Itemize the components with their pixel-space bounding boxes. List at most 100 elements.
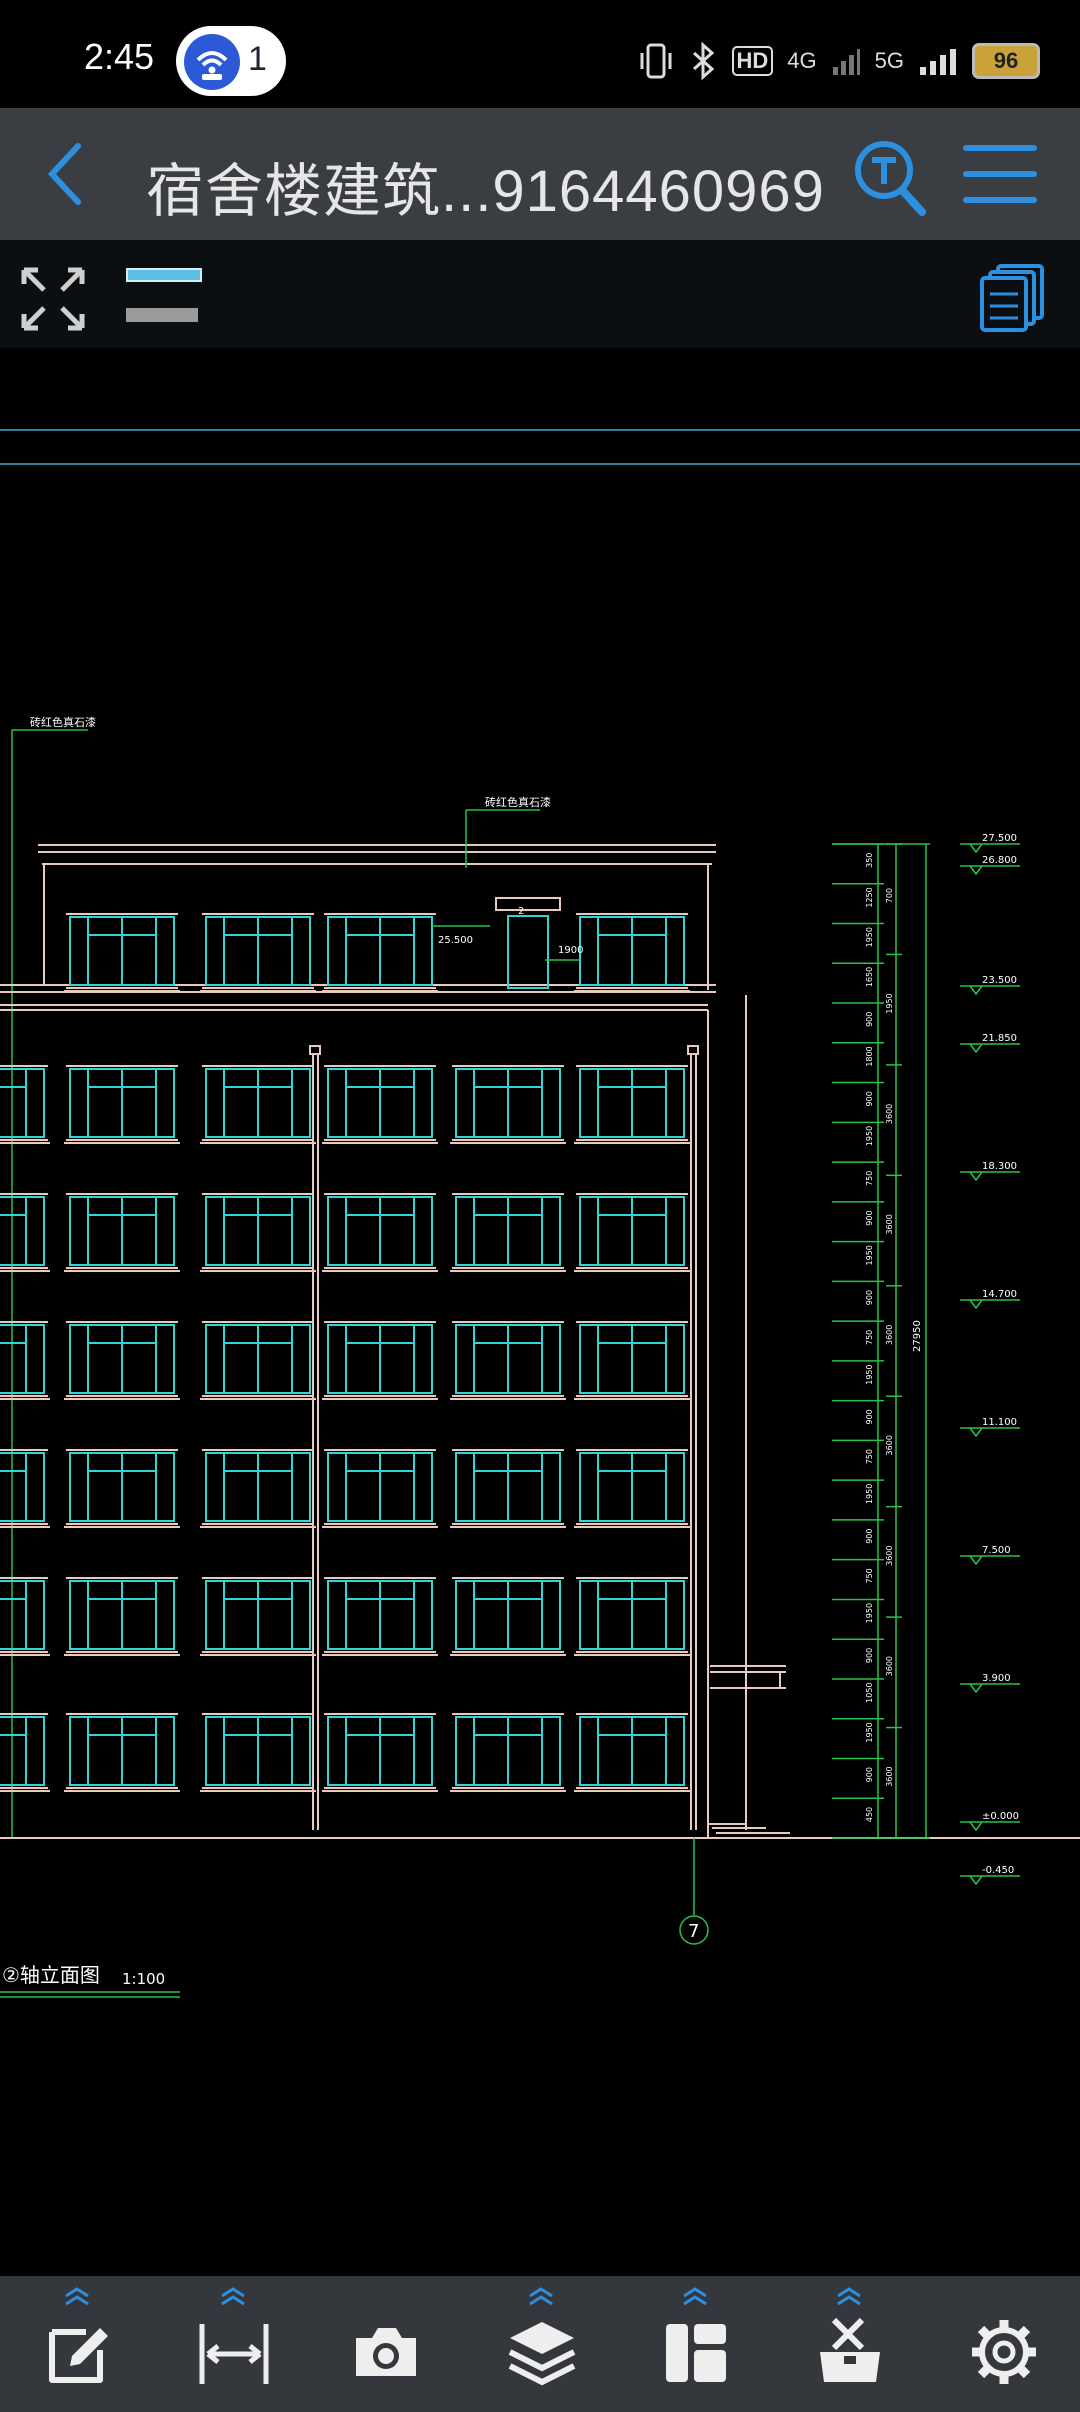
- cad-drawing-canvas[interactable]: 屋面 砖红色真石漆 砖红色真石漆 2 25.500 1900: [0, 240, 1080, 2276]
- status-icons: HD 4G 5G 96: [638, 36, 1040, 86]
- text-search-icon[interactable]: [852, 136, 928, 216]
- entrance-canopy: [708, 1665, 790, 1834]
- view-toolbar: [0, 240, 1080, 348]
- view-title: ②轴立面图 1:100: [0, 1963, 180, 1998]
- signal-icon: [920, 49, 956, 75]
- roof-callout: 砖红色真石漆: [465, 795, 551, 868]
- roof-level-label: 25.500: [438, 935, 473, 946]
- back-arrow-icon[interactable]: [38, 138, 98, 210]
- dimension-label: 900: [865, 1767, 874, 1782]
- window: [449, 1321, 567, 1400]
- elevation-mark: -0.450: [960, 1865, 1020, 1886]
- roof-callout-text: 砖红色真石漆: [485, 795, 551, 809]
- elevation-mark: 18.300: [960, 1161, 1020, 1182]
- elevation-label: 7.500: [982, 1545, 1011, 1556]
- document-title: 宿舍楼建筑...9164460969: [146, 159, 825, 224]
- chevron-up-icon: [221, 2287, 245, 2306]
- window: [63, 1321, 181, 1400]
- elevation-mark: 27.500: [960, 833, 1020, 854]
- window: [321, 1321, 439, 1400]
- elevation-label: 27.500: [982, 833, 1017, 844]
- window: [321, 1449, 439, 1528]
- dimension-label: 3600: [885, 1214, 894, 1234]
- settings-button[interactable]: [948, 2276, 1058, 2412]
- door-width-label: 1900: [558, 945, 583, 956]
- downpipes: [309, 1045, 699, 1830]
- window: [199, 1065, 317, 1144]
- edit-button[interactable]: [22, 2276, 132, 2412]
- window: [449, 1713, 567, 1792]
- window: [449, 1065, 567, 1144]
- elevation-label: ±0.000: [982, 1811, 1019, 1822]
- dimension-label: 900: [865, 1012, 874, 1027]
- signal-icon: [832, 49, 860, 75]
- window: [573, 1065, 691, 1144]
- elevation-label: -0.450: [982, 1865, 1014, 1876]
- elevation-mark: 21.850: [960, 1033, 1020, 1054]
- window: [449, 1577, 567, 1656]
- window: [0, 1577, 51, 1656]
- elevation-label: 23.500: [982, 975, 1017, 986]
- dimension-label: 1650: [865, 967, 874, 987]
- window: [573, 1577, 691, 1656]
- window: [321, 1577, 439, 1656]
- layers-button[interactable]: [486, 2276, 596, 2412]
- window: [0, 1321, 51, 1400]
- window: [199, 1321, 317, 1400]
- line-color-swatch[interactable]: [126, 268, 202, 282]
- window: [0, 1193, 51, 1272]
- dimension-label: 1800: [865, 1046, 874, 1066]
- layers-icon: [508, 2322, 576, 2386]
- app-bar: 宿舍楼建筑...9164460969: [0, 108, 1080, 240]
- dimension-label: 900: [865, 1091, 874, 1106]
- elevation-label: 21.850: [982, 1033, 1017, 1044]
- hotspot-count: 1: [248, 40, 267, 78]
- elevation-mark: 14.700: [960, 1289, 1020, 1310]
- net-5g-label: 5G: [874, 48, 904, 73]
- hotspot-indicator[interactable]: 1: [176, 26, 286, 96]
- layout-pages-icon[interactable]: [978, 262, 1046, 334]
- window: [0, 1449, 51, 1528]
- elevation-mark: 26.800: [960, 855, 1020, 876]
- line-weight-swatch[interactable]: [126, 308, 198, 322]
- dimension-label: 1250: [865, 887, 874, 907]
- fullscreen-icon[interactable]: [18, 264, 88, 334]
- dimension-chain: 27950 3501250195016509001800900195075090…: [832, 843, 930, 1839]
- window: [199, 1577, 317, 1656]
- axis-number: 7: [688, 1921, 699, 1942]
- chevron-up-icon: [65, 2287, 89, 2306]
- window: [573, 1713, 691, 1792]
- dimension-label: 1950: [865, 1126, 874, 1146]
- dimension-label: 900: [865, 1210, 874, 1225]
- tools-button[interactable]: [794, 2276, 904, 2412]
- gear-icon: [972, 2320, 1036, 2384]
- roof-outline: [0, 844, 747, 1838]
- camera-button[interactable]: [330, 2276, 440, 2412]
- dimension-label: 1950: [865, 1484, 874, 1504]
- window: [63, 1065, 181, 1144]
- status-time: 2:45: [84, 36, 155, 77]
- net-4g-label: 4G: [787, 48, 817, 73]
- dimension-label: 1950: [865, 1603, 874, 1623]
- measure-distance-icon: [199, 2324, 269, 2384]
- elevation-marks: 27.50026.80023.50021.85018.30014.70011.1…: [960, 833, 1020, 1886]
- window: [199, 1713, 317, 1792]
- dimension-label: 900: [865, 1529, 874, 1544]
- dimension-label: 3600: [885, 1766, 894, 1786]
- elevation-label: 3.900: [982, 1673, 1011, 1684]
- dimension-label: 3600: [885, 1656, 894, 1676]
- dimension-label: 1950: [865, 1722, 874, 1742]
- window: [0, 1713, 51, 1792]
- window: [63, 1577, 181, 1656]
- dimension-label: 750: [865, 1330, 874, 1345]
- layout-button[interactable]: [640, 2276, 750, 2412]
- dimension-label: 700: [885, 888, 894, 903]
- measure-button[interactable]: [178, 2276, 288, 2412]
- dimension-label: 750: [865, 1171, 874, 1186]
- bottom-toolbar: [0, 2276, 1080, 2412]
- dimension-label: 750: [865, 1449, 874, 1464]
- window: [63, 1713, 181, 1792]
- dimension-label: 3600: [885, 1325, 894, 1345]
- left-callout: 砖红色真石漆: [11, 715, 96, 1838]
- menu-icon[interactable]: [962, 140, 1038, 208]
